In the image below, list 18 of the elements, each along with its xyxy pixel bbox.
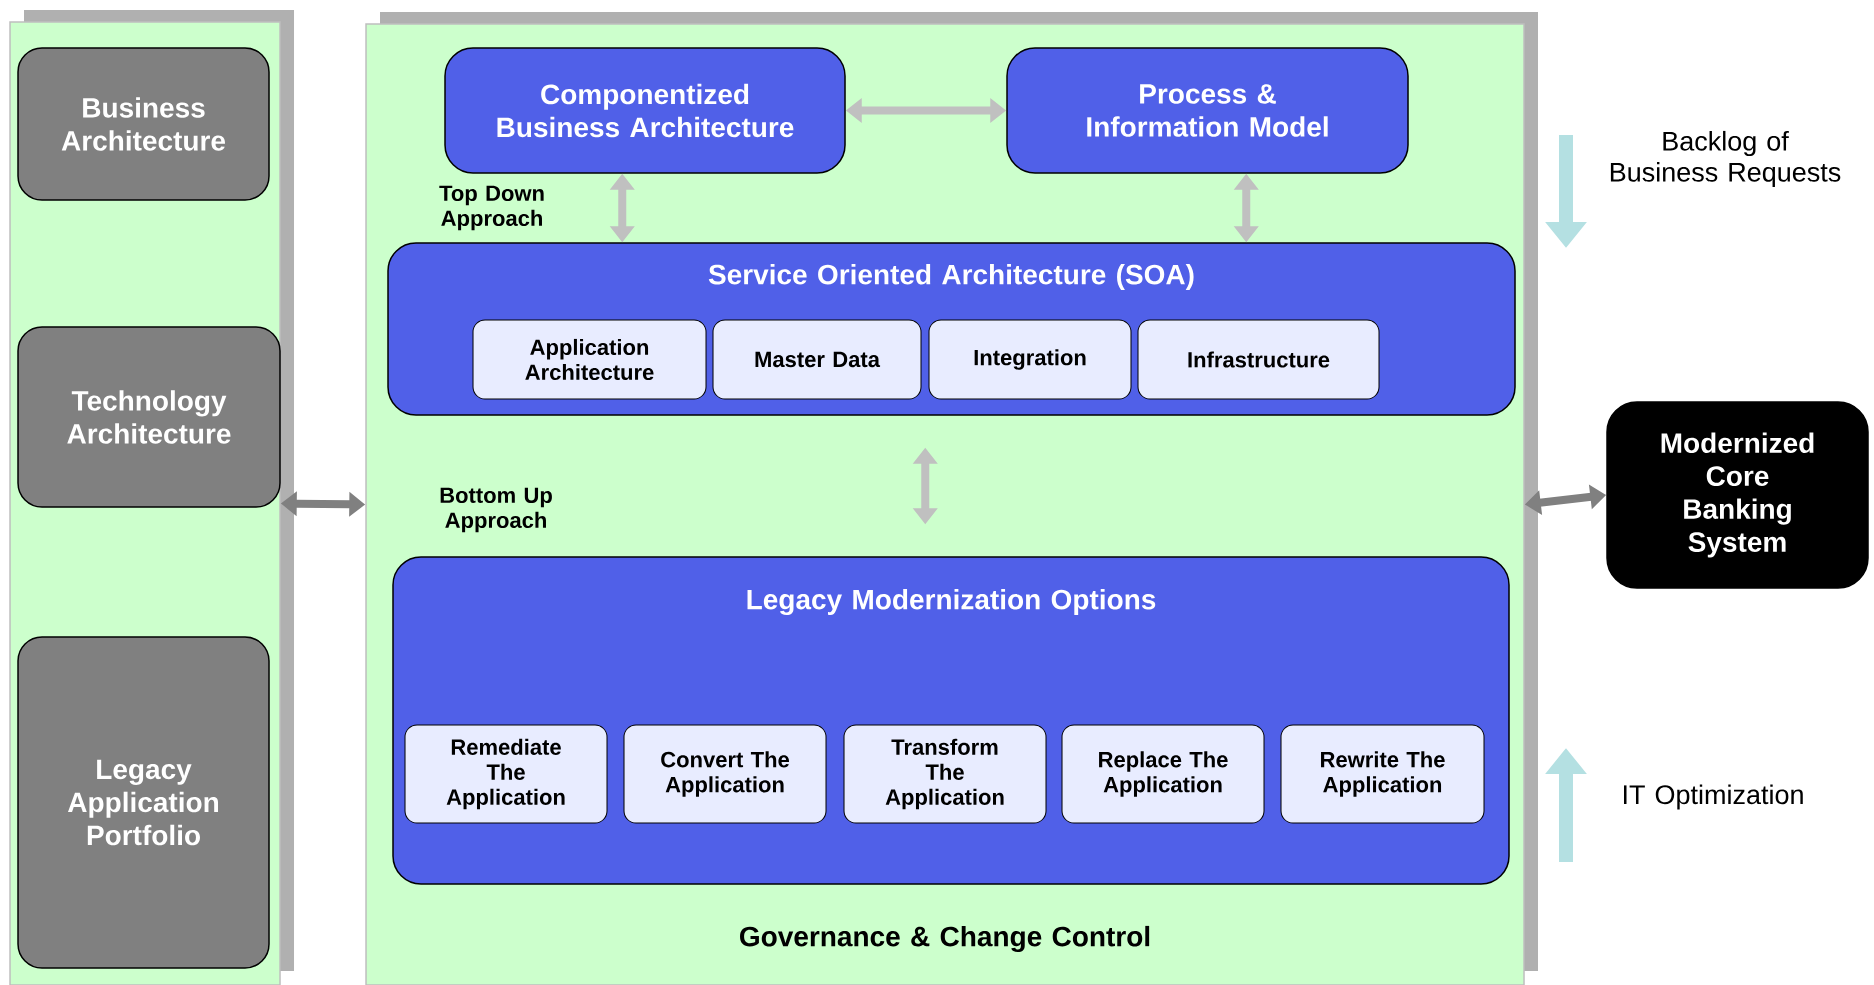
rounded-box: Technology Architecture (17, 326, 281, 508)
text-label: Backlog of Business Requests (1610, 130, 1841, 188)
rounded-box: Replace The Application (1061, 724, 1265, 824)
rounded-box: Business Architecture (17, 47, 270, 201)
rounded-box: Rewrite The Application (1280, 724, 1485, 824)
rounded-box: Application Architecture (472, 319, 707, 400)
rounded-box: Master Data (712, 319, 922, 400)
rounded-box: Legacy Application Portfolio (17, 636, 270, 969)
rounded-box: Convert The Application (623, 724, 827, 824)
rounded-box: Infrastructure (1137, 319, 1380, 400)
text-label: IT Optimization (1624, 784, 1803, 810)
rounded-box: Remediate The Application (404, 724, 608, 824)
text-label: Bottom Up Approach (440, 487, 552, 533)
rounded-box: Modernized Core Banking System (1606, 401, 1869, 589)
rounded-box: Process & Information Model (1006, 47, 1409, 174)
rounded-box: Componentized Business Architecture (444, 47, 846, 174)
rounded-box: Transform The Application (843, 724, 1047, 824)
rounded-box: Integration (928, 319, 1132, 400)
